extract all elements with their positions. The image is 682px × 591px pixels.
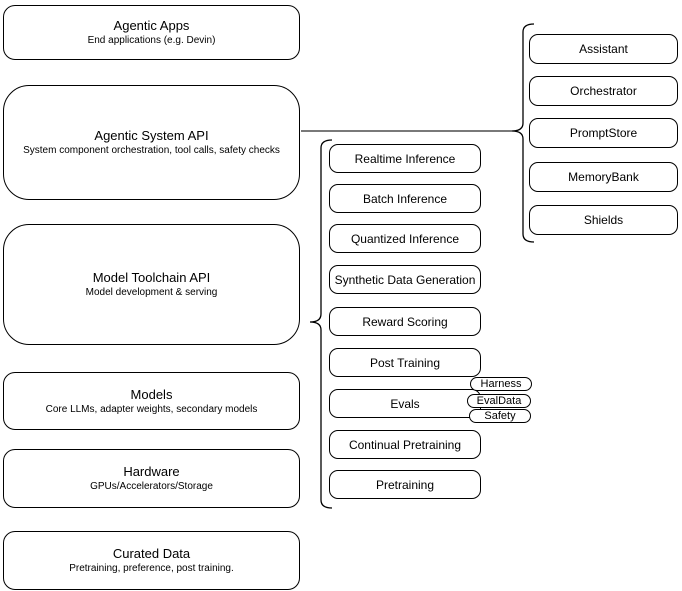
badge-evaldata: EvalData <box>467 394 531 408</box>
node-label: MemoryBank <box>568 170 639 184</box>
node-label: Reward Scoring <box>362 314 448 329</box>
node-label: Shields <box>583 213 624 227</box>
node-synthetic-data-generation: Synthetic Data Generation <box>329 265 481 294</box>
node-title: Model Toolchain API <box>92 270 211 285</box>
node-title: Curated Data <box>112 546 191 561</box>
node-orchestrator: Orchestrator <box>529 76 678 106</box>
node-title: Models <box>130 386 173 402</box>
node-subtitle: Pretraining, preference, post training. <box>69 563 234 574</box>
node-label: PromptStore <box>569 126 638 140</box>
node-quantized-inference: Quantized Inference <box>329 224 481 253</box>
node-title: Hardware <box>123 464 180 479</box>
node-label: Synthetic Data Generation <box>334 272 476 287</box>
node-label: Assistant <box>579 42 628 56</box>
node-label: Evals <box>390 396 420 411</box>
node-subtitle: GPUs/Accelerators/Storage <box>90 481 213 492</box>
node-assistant: Assistant <box>529 34 678 64</box>
node-label: Pretraining <box>375 477 435 492</box>
node-continual-pretraining: Continual Pretraining <box>329 430 481 459</box>
node-subtitle: System component orchestration, tool cal… <box>23 145 280 156</box>
badge-safety: Safety <box>469 409 531 423</box>
node-subtitle: Model development & serving <box>85 287 218 298</box>
node-hardware: Hardware GPUs/Accelerators/Storage <box>3 449 300 508</box>
node-promptstore: PromptStore <box>529 118 678 148</box>
node-reward-scoring: Reward Scoring <box>329 307 481 336</box>
node-title: Agentic System API <box>94 128 209 143</box>
node-curated-data: Curated Data Pretraining, preference, po… <box>3 531 300 590</box>
node-agentic-apps: Agentic Apps End applications (e.g. Devi… <box>3 5 300 60</box>
badge-label: Harness <box>480 377 522 390</box>
badge-label: Safety <box>484 409 516 422</box>
badge-label: EvalData <box>476 394 522 407</box>
badge-harness: Harness <box>470 377 532 391</box>
node-evals: Evals <box>329 389 481 418</box>
node-post-training: Post Training <box>329 348 481 377</box>
node-title: Agentic Apps <box>113 18 190 33</box>
node-realtime-inference: Realtime Inference <box>329 144 481 173</box>
node-label: Realtime Inference <box>354 151 456 166</box>
node-memorybank: MemoryBank <box>529 162 678 192</box>
node-shields: Shields <box>529 205 678 235</box>
node-label: Continual Pretraining <box>348 437 462 452</box>
node-subtitle: End applications (e.g. Devin) <box>87 35 216 46</box>
node-subtitle: Core LLMs, adapter weights, secondary mo… <box>45 403 258 415</box>
node-agentic-system-api: Agentic System API System component orch… <box>3 85 300 200</box>
node-label: Post Training <box>369 355 441 370</box>
node-label: Quantized Inference <box>350 231 460 246</box>
node-batch-inference: Batch Inference <box>329 184 481 213</box>
node-pretraining: Pretraining <box>329 470 481 499</box>
node-model-toolchain-api: Model Toolchain API Model development & … <box>3 224 300 345</box>
node-label: Orchestrator <box>570 84 637 98</box>
node-models: Models Core LLMs, adapter weights, secon… <box>3 372 300 430</box>
node-label: Batch Inference <box>362 191 448 206</box>
